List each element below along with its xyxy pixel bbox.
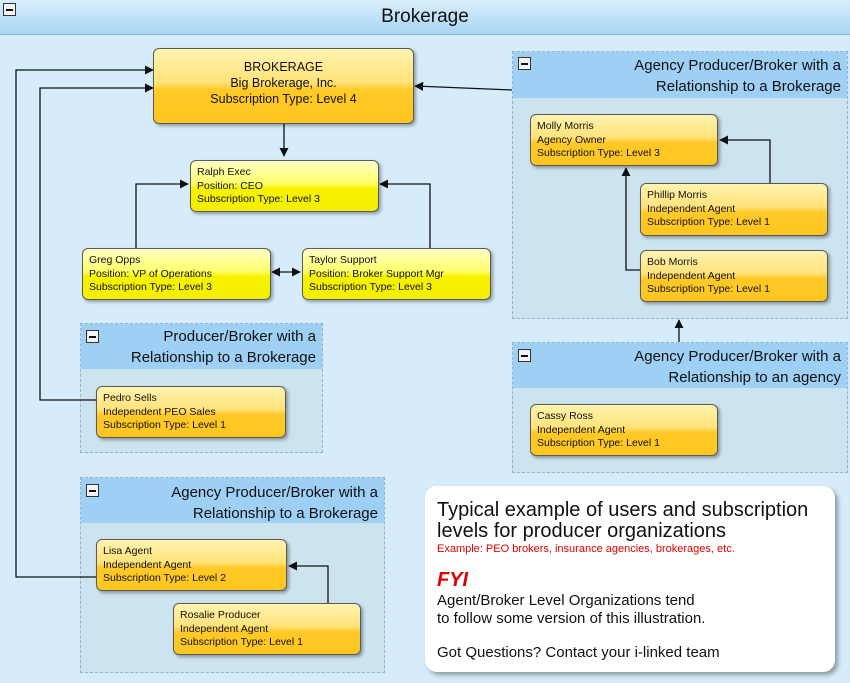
title-bar: Brokerage	[0, 0, 850, 35]
node-brokerage[interactable]: BROKERAGE Big Brokerage, Inc. Subscripti…	[153, 48, 414, 124]
contact-text: Got Questions? Contact your i-linked tea…	[437, 644, 720, 661]
group-collapse-toggle-icon[interactable]	[86, 330, 99, 343]
diagram-title: Brokerage	[381, 6, 469, 27]
info-heading: Typical example of users and subscriptio…	[437, 499, 809, 542]
info-card: Typical example of users and subscriptio…	[425, 486, 835, 672]
group-collapse-toggle-icon[interactable]	[86, 484, 99, 497]
group-collapse-toggle-icon[interactable]	[518, 349, 531, 362]
info-example: Example: PEO brokers, insurance agencies…	[437, 543, 735, 555]
collapse-toggle-icon[interactable]	[3, 3, 16, 16]
group-collapse-toggle-icon[interactable]	[518, 57, 531, 70]
fyi-label: FYI	[437, 569, 469, 591]
